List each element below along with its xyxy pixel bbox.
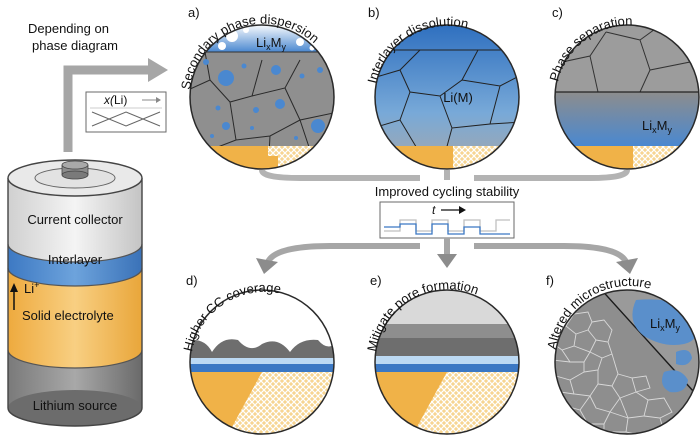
label-lithium-source: Lithium source [33,398,118,413]
label-interlayer: Interlayer [48,252,103,267]
panel-f-altered-microstructure: LixMy [554,289,700,435]
panel-a-inner-label: LixMy [256,35,286,52]
label-li-ion: Li+ [24,280,39,296]
panel-f-letter: f) [546,273,554,288]
cycling-profile-inset: t [379,201,515,239]
panel-d-letter: d) [186,273,198,288]
split-arrows [256,238,638,274]
label-phase-diagram: phase diagram [32,38,118,53]
panel-e-letter: e) [370,273,382,288]
panel-f-inner-label: LixMy [650,316,680,333]
panel-b-interlayer-dissolution: Li(M) [374,24,520,170]
label-solid-electrolyte: Solid electrolyte [22,308,114,323]
panel-c-letter: c) [552,5,563,20]
panel-c-inner-label: LixMy [642,118,672,135]
battery-cell: Current collector Interlayer Li+ Solid e… [7,159,143,427]
panel-e-mitigate-pore-formation [374,289,520,435]
label-improved-cycling-stability: Improved cycling stability [375,184,520,199]
phase-diagram-inset: x(Li) [85,91,167,133]
merge-arrows [259,169,630,181]
label-depending-on: Depending on [28,21,109,36]
panel-b-letter: b) [368,5,380,20]
panel-a-letter: a) [188,5,200,20]
panel-b-inner-label: Li(M) [443,90,473,105]
label-current-collector: Current collector [27,212,123,227]
composition-axis-label: x(Li) [103,93,127,107]
time-symbol: t [432,203,436,217]
phase-diagram-arrow [63,58,168,152]
panel-d-higher-cc-coverage [189,289,335,435]
